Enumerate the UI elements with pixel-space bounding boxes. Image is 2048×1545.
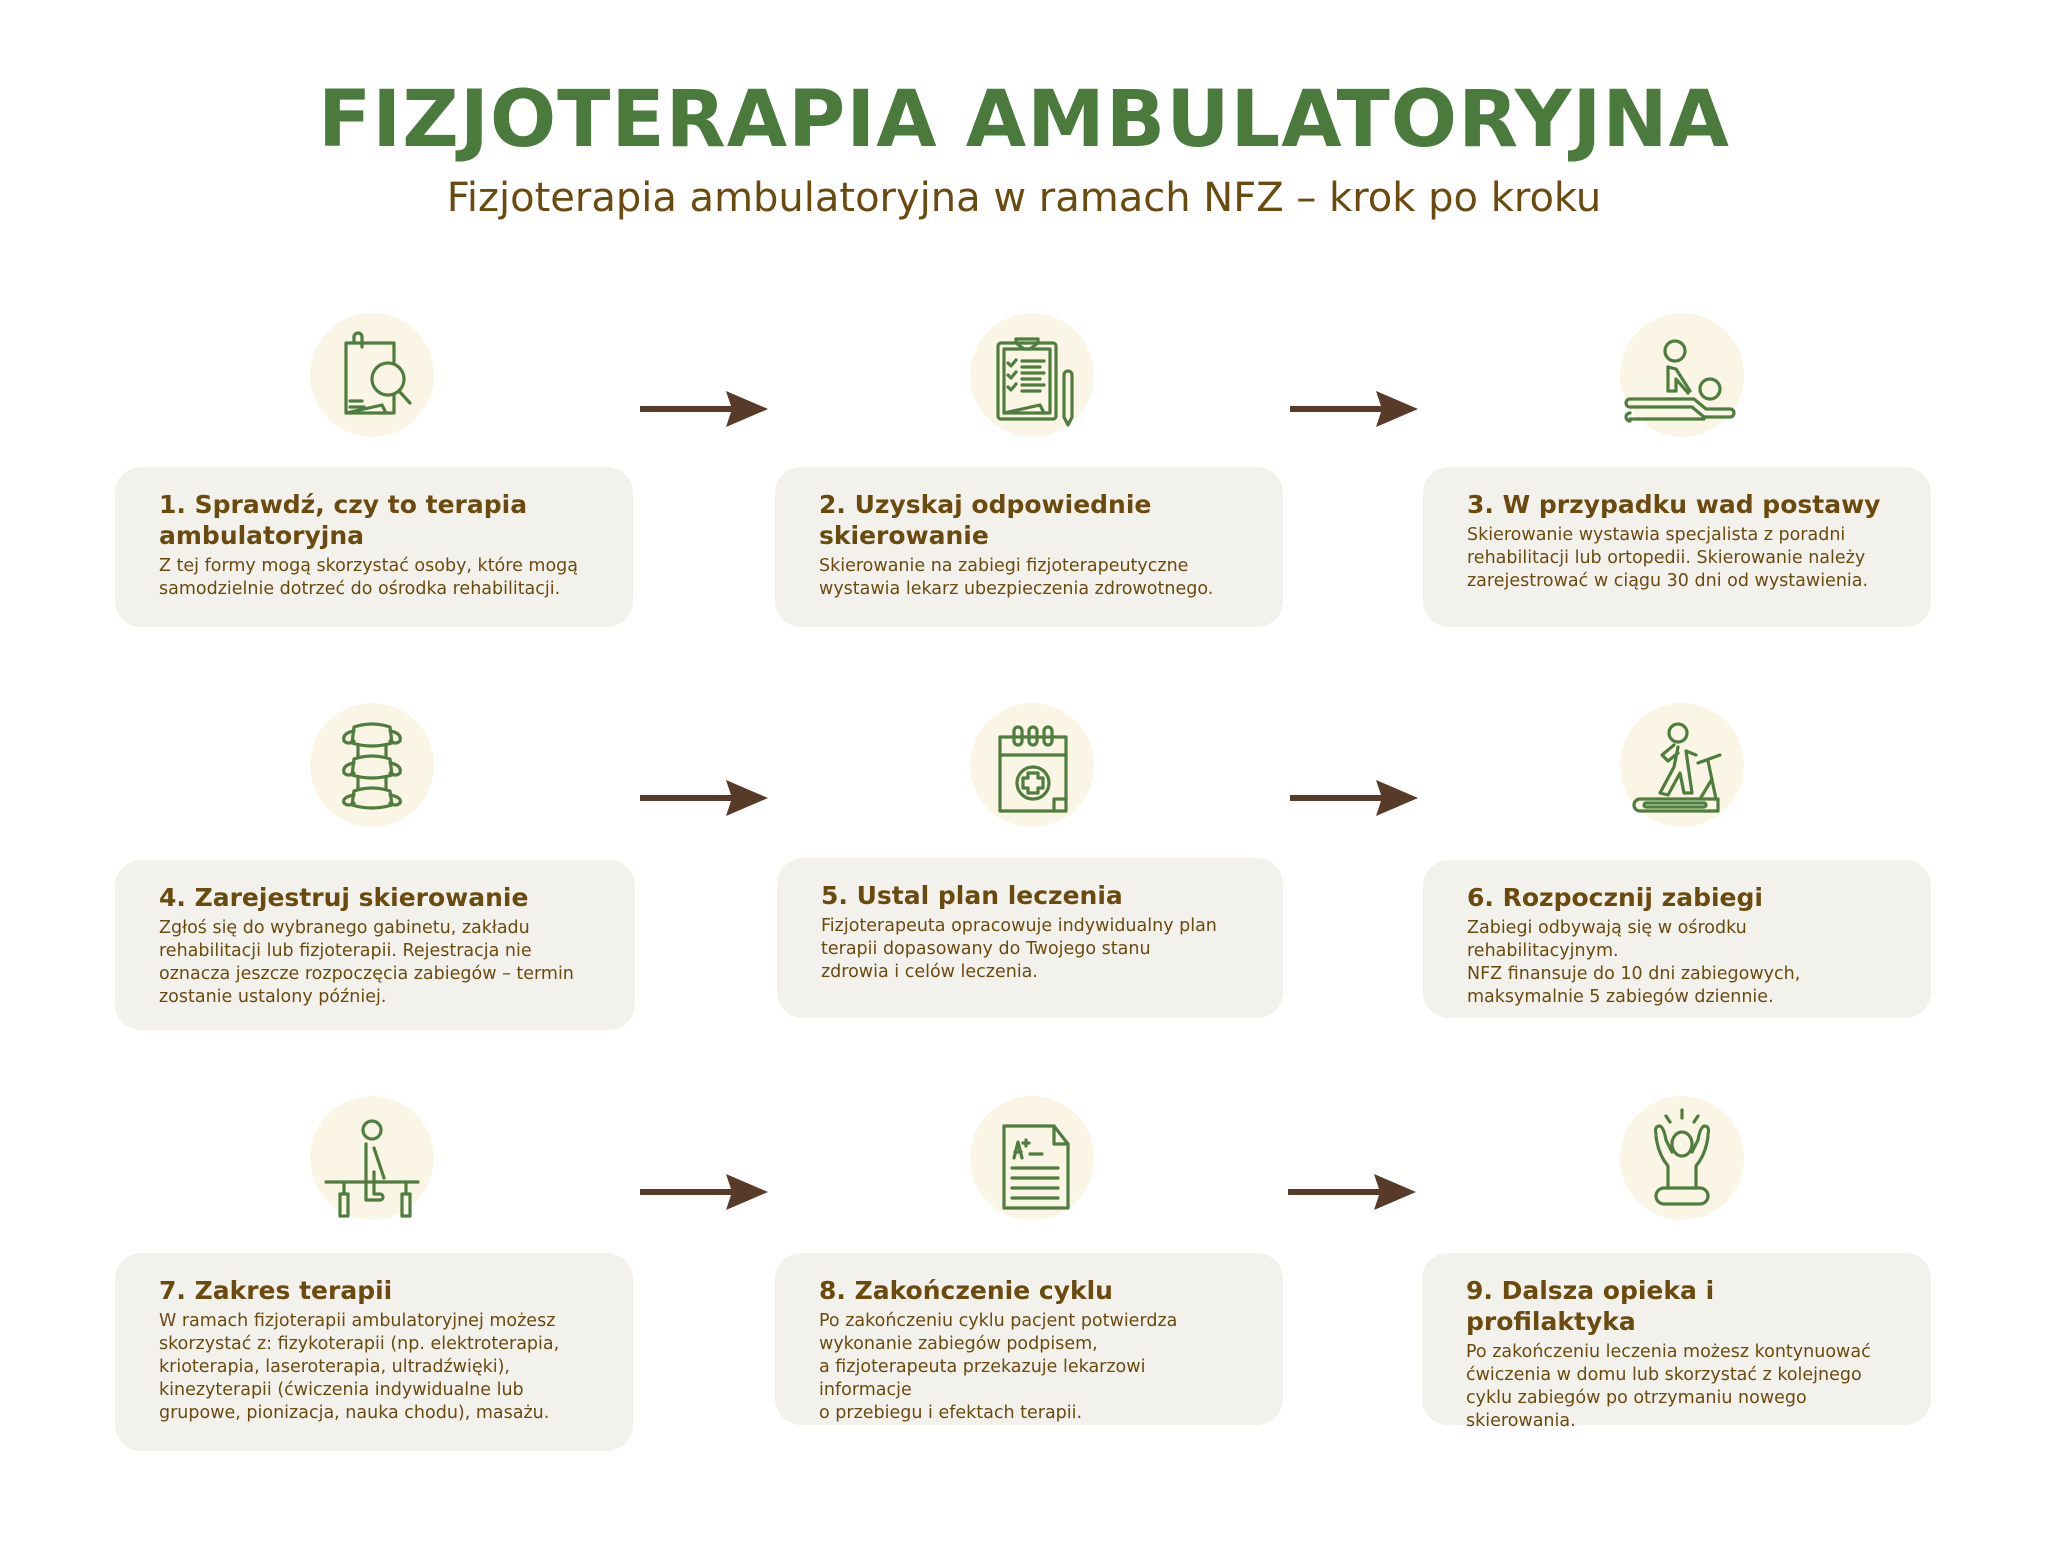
arrow-right-icon xyxy=(1290,391,1418,427)
step-title: 2. Uzyskaj odpowiednie skierowanie xyxy=(819,490,1152,550)
step-description: Zabiegi odbywają się w ośrodku rehabilit… xyxy=(1467,918,1801,1007)
arrow-right-icon xyxy=(640,391,768,427)
step-description: Skierowanie wystawia specjalista z porad… xyxy=(1467,525,1869,591)
step-card-1: 1. Sprawdź, czy to terapia ambulatoryjna… xyxy=(115,467,633,627)
step-description: Po zakończeniu leczenia możesz kontynuow… xyxy=(1466,1342,1871,1431)
step-description: W ramach fizjoterapii ambulatoryjnej moż… xyxy=(159,1311,560,1423)
step-card-5: 5. Ustal plan leczenia Fizjoterapeuta op… xyxy=(777,858,1283,1018)
parallel-bars-walking-icon xyxy=(310,1096,434,1220)
massage-therapy-icon xyxy=(1620,313,1744,437)
step-title: 4. Zarejestruj skierowanie xyxy=(159,883,529,912)
step-title: 7. Zakres terapii xyxy=(159,1276,393,1305)
step-card-2: 2. Uzyskaj odpowiednie skierowanie Skier… xyxy=(775,467,1283,627)
step-card-9: 9. Dalsza opieka i profilaktyka Po zakoń… xyxy=(1422,1253,1931,1431)
arrow-right-icon xyxy=(640,1174,768,1210)
step-description: Fizjoterapeuta opracowuje indywidualny p… xyxy=(821,916,1217,982)
step-card-4: 4. Zarejestruj skierowanie Zgłoś się do … xyxy=(115,860,635,1030)
step-description: Po zakończeniu cyklu pacjent potwierdza … xyxy=(819,1311,1178,1423)
arrow-right-icon xyxy=(640,780,768,816)
graded-document-icon xyxy=(970,1096,1094,1220)
medical-calendar-icon xyxy=(970,703,1094,827)
step-description: Zgłoś się do wybranego gabinetu, zakładu… xyxy=(159,918,574,1007)
step-card-6: 6. Rozpocznij zabiegi Zabiegi odbywają s… xyxy=(1423,860,1931,1018)
step-title: 9. Dalsza opieka i profilaktyka xyxy=(1466,1276,1715,1336)
page-title: FIZJOTERAPIA AMBULATORYJNA xyxy=(317,75,1731,165)
spine-icon xyxy=(310,703,434,827)
page-subtitle: Fizjoterapia ambulatoryjna w ramach NFZ … xyxy=(446,175,1602,221)
arrow-right-icon xyxy=(1288,1174,1416,1210)
step-card-3: 3. W przypadku wad postawy Skierowanie w… xyxy=(1423,467,1931,627)
step-title: 5. Ustal plan leczenia xyxy=(821,881,1123,910)
step-title: 1. Sprawdź, czy to terapia ambulatoryjna xyxy=(159,490,528,550)
arrow-right-icon xyxy=(1290,780,1418,816)
celebrating-person-icon xyxy=(1620,1096,1744,1220)
step-title: 8. Zakończenie cyklu xyxy=(819,1276,1113,1305)
treadmill-icon xyxy=(1620,703,1744,827)
step-description: Z tej formy mogą skorzystać osoby, które… xyxy=(159,556,578,599)
step-description: Skierowanie na zabiegi fizjoterapeutyczn… xyxy=(819,556,1214,599)
clipboard-checklist-icon xyxy=(970,313,1094,437)
document-search-icon xyxy=(310,313,434,437)
step-title: 6. Rozpocznij zabiegi xyxy=(1467,883,1763,912)
step-card-8: 8. Zakończenie cyklu Po zakończeniu cykl… xyxy=(775,1253,1283,1425)
step-card-7: 7. Zakres terapii W ramach fizjoterapii … xyxy=(115,1253,633,1451)
step-title: 3. W przypadku wad postawy xyxy=(1467,490,1881,519)
